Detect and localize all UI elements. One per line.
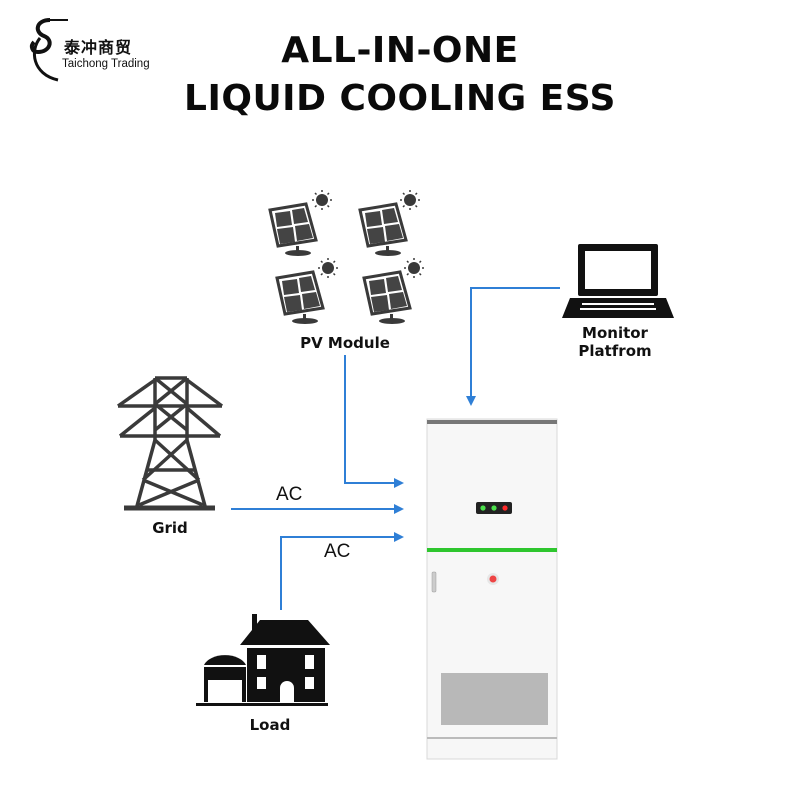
monitor-label-line1: Monitor <box>582 324 648 342</box>
laptop-icon <box>562 244 674 318</box>
grid-label: Grid <box>152 519 188 537</box>
page-title-line2: LIQUID COOLING ESS <box>184 78 616 119</box>
brand-name-en: Taichong Trading <box>62 58 150 70</box>
logo-swirl-icon <box>29 18 68 82</box>
page-title-line1: ALL-IN-ONE <box>281 30 519 71</box>
monitor-label: Monitor Platfrom <box>560 324 670 360</box>
load-label: Load <box>249 716 291 734</box>
solar-panel-icon <box>358 189 421 258</box>
indicator-green-1 <box>480 505 486 511</box>
solar-panel-icon <box>268 189 333 258</box>
monitor-label-line2: Platfrom <box>578 342 652 360</box>
accent-band <box>427 548 557 552</box>
arrow-load-to-ess <box>280 532 404 610</box>
grid-ac-label: AC <box>276 484 303 505</box>
house-windows <box>208 655 314 702</box>
brand-logo: 泰冲商贸 Taichong Trading <box>28 14 178 84</box>
pv-module-label: PV Module <box>300 334 390 352</box>
indicator-red <box>502 505 508 511</box>
arrow-monitor-to-ess <box>466 287 560 406</box>
solar-panel-icon <box>362 257 425 326</box>
vent-grille <box>441 673 548 725</box>
indicator-green-2 <box>491 505 497 511</box>
door-handle <box>431 571 437 593</box>
load-ac-label: AC <box>324 541 351 562</box>
solar-panel-icon <box>275 257 339 326</box>
power-tower-icon <box>116 376 224 511</box>
arrow-pv-to-ess <box>344 355 404 488</box>
brand-name-cn: 泰冲商贸 <box>64 38 133 57</box>
ess-cabinet-icon <box>426 418 558 760</box>
